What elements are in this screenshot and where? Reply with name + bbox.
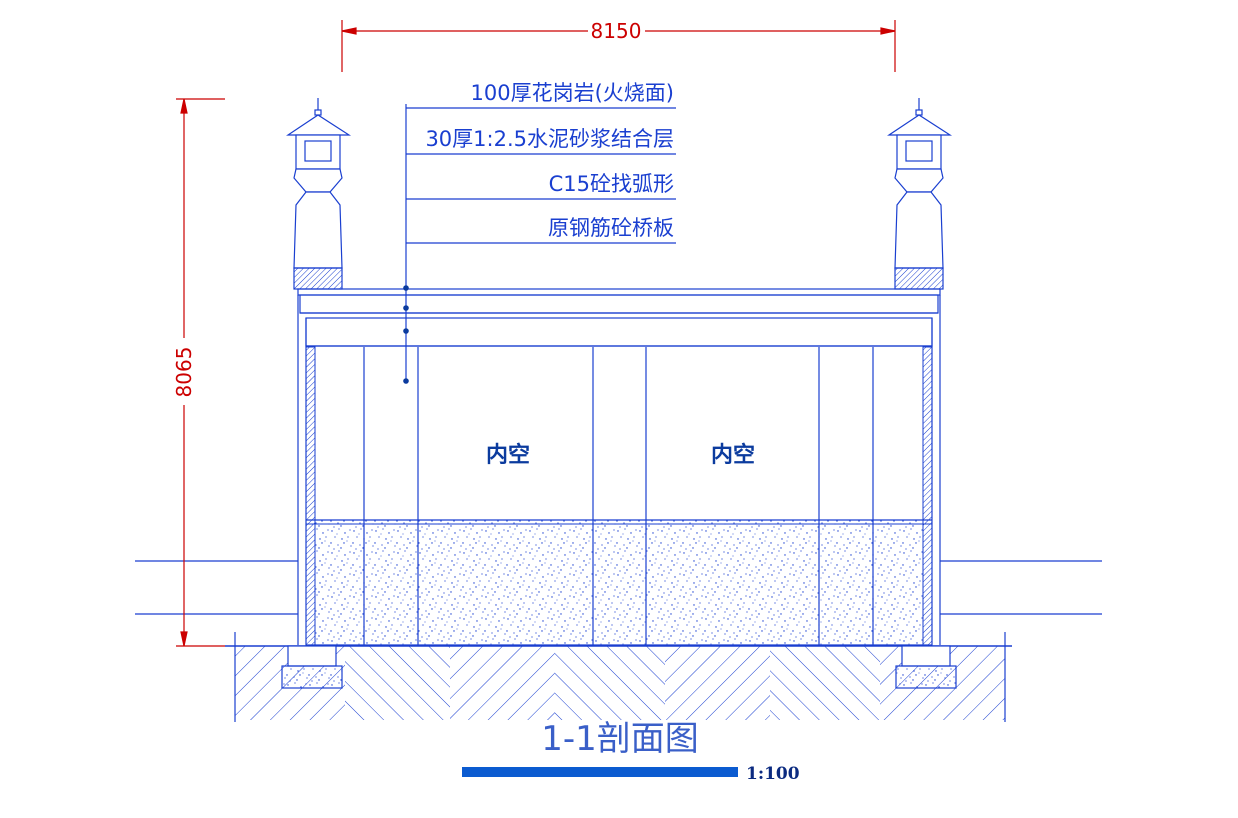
layer-label-2: 30厚1:2.5水泥砂浆结合层: [425, 127, 674, 151]
scale-bar: [462, 767, 738, 777]
right-wall-hatch: [922, 346, 933, 646]
height-dimension: [176, 98, 225, 647]
layer-leader: [403, 104, 676, 384]
partitions: [363, 347, 874, 645]
width-dimension-value: 8150: [591, 19, 642, 43]
layer-label-3: C15砼找弧形: [549, 172, 674, 196]
zone-label-left: 内空: [486, 442, 530, 468]
height-dimension-value: 8065: [172, 347, 196, 398]
water-lines: [135, 560, 1102, 615]
left-lantern: [286, 98, 352, 290]
right-lantern: [887, 98, 953, 290]
left-wall-hatch: [305, 346, 316, 646]
layer-label-1: 100厚花岗岩(火烧面): [471, 81, 674, 105]
zone-label-right: 内空: [711, 442, 755, 468]
layer-label-4: 原钢筋砼桥板: [548, 216, 674, 240]
width-dimension: [341, 20, 896, 72]
foundation: [225, 632, 1012, 722]
scale-label: 1:100: [746, 764, 800, 784]
fill-material: [315, 520, 923, 645]
drawing-title: 1-1剖面图: [541, 719, 699, 759]
